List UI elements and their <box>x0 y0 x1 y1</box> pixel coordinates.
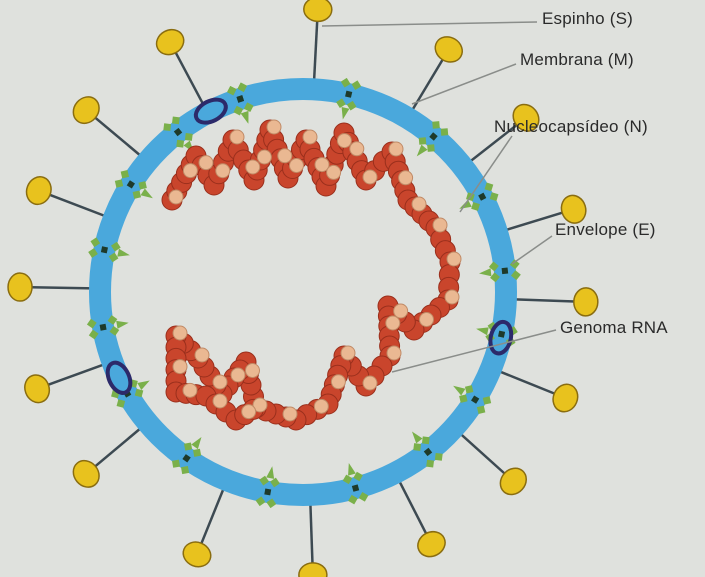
label-nucleocapsid: Nucleocapsídeo (N) <box>494 117 648 137</box>
rna-bead-light <box>445 290 459 304</box>
membrane-thorn <box>409 429 423 443</box>
rna-bead-light <box>433 218 447 232</box>
rna-bead-light <box>173 326 187 340</box>
membrane-thorn <box>345 462 356 476</box>
rna-bead-light <box>420 313 434 327</box>
spike-head <box>8 273 32 301</box>
rna-bead-light <box>331 375 345 389</box>
rna-bead-light <box>230 130 244 144</box>
membrane-core <box>100 324 107 331</box>
membrane-thorn <box>479 268 492 277</box>
membrane-core <box>264 488 271 495</box>
rna-bead-light <box>257 150 271 164</box>
spike-head <box>21 372 53 407</box>
rna-bead-light <box>199 156 213 170</box>
membrane-core <box>498 331 505 338</box>
label-genome: Genoma RNA <box>560 318 668 338</box>
spike-head <box>431 32 467 67</box>
membrane-subunit <box>163 123 171 131</box>
membrane-thorn <box>117 249 130 259</box>
rna-bead-light <box>231 368 245 382</box>
membrane-subunit <box>176 140 184 148</box>
rna-bead-light <box>412 197 426 211</box>
membrane-thorn <box>191 435 204 449</box>
rna-bead-light <box>327 165 341 179</box>
membrane-thorn <box>141 188 155 201</box>
spike-head <box>68 455 104 492</box>
rna-bead-light <box>242 405 256 419</box>
membrane-core <box>101 246 108 253</box>
rna-bead-light <box>350 142 364 156</box>
membrane-thorn <box>116 319 129 329</box>
membrane-subunit <box>172 116 180 124</box>
membrane-subunit <box>193 449 201 457</box>
membrane-subunit <box>413 443 421 451</box>
rna-bead-light <box>389 142 403 156</box>
rna-bead-light <box>386 316 400 330</box>
rna-bead-light <box>314 399 328 413</box>
rna-bead-light <box>303 130 317 144</box>
label-membrane: Membrana (M) <box>520 50 634 70</box>
membrane-subunit <box>419 137 427 145</box>
rna-bead-light <box>246 160 260 174</box>
membrane-thorn <box>137 377 151 390</box>
spike-head <box>180 538 215 571</box>
rna-bead-light <box>290 159 304 173</box>
label-envelope: Envelope (E) <box>555 220 656 240</box>
membrane-subunit <box>422 436 430 444</box>
rna-bead-light <box>337 134 351 148</box>
membrane-subunit <box>426 460 434 468</box>
rna-bead-light <box>283 407 297 421</box>
membrane-thorn <box>414 145 428 159</box>
rna-bead-light <box>183 164 197 178</box>
membrane-subunit <box>172 460 180 468</box>
membrane-subunit <box>435 453 443 461</box>
membrane-thorn <box>339 107 349 120</box>
rna-bead-light <box>183 383 197 397</box>
membrane-subunit <box>441 128 449 136</box>
rna-bead-light <box>387 346 401 360</box>
label-spike: Espinho (S) <box>542 9 633 29</box>
leader-envelope <box>512 236 552 264</box>
leader-spike <box>322 22 537 26</box>
spike-head <box>298 562 327 577</box>
spike-head <box>414 527 450 561</box>
rna-bead-light <box>216 164 230 178</box>
spike-head <box>549 381 582 416</box>
rna-bead-light <box>399 171 413 185</box>
rna-bead-light <box>195 348 209 362</box>
membrane-thorn <box>451 382 465 395</box>
spike-head <box>23 173 55 208</box>
rna-bead-light <box>363 376 377 390</box>
rna-bead-light <box>363 170 377 184</box>
spike-head <box>573 287 598 316</box>
membrane-thorn <box>241 111 252 125</box>
spike-head <box>68 92 104 129</box>
rna-bead-light <box>246 364 260 378</box>
rna-bead-light <box>213 394 227 408</box>
membrane-subunit <box>184 442 192 450</box>
rna-bead-light <box>341 346 355 360</box>
rna-bead-light <box>278 149 292 163</box>
rna-bead-light <box>394 304 408 318</box>
spike-head <box>152 25 188 59</box>
rna-bead-light <box>169 190 183 204</box>
rna-bead-light <box>267 120 281 134</box>
rna-bead-light <box>173 360 187 374</box>
membrane-thorn <box>266 466 276 479</box>
membrane-thorn <box>475 325 488 335</box>
rna-genome <box>162 120 461 430</box>
membrane-subunit <box>185 133 193 141</box>
membrane-subunit <box>181 466 189 474</box>
rna-bead-light <box>447 252 461 266</box>
membrane-core <box>502 267 509 274</box>
membrane-subunit <box>432 121 440 129</box>
rna-bead-light <box>213 375 227 389</box>
spike-head <box>303 0 332 22</box>
membrane-subunit <box>427 144 435 152</box>
